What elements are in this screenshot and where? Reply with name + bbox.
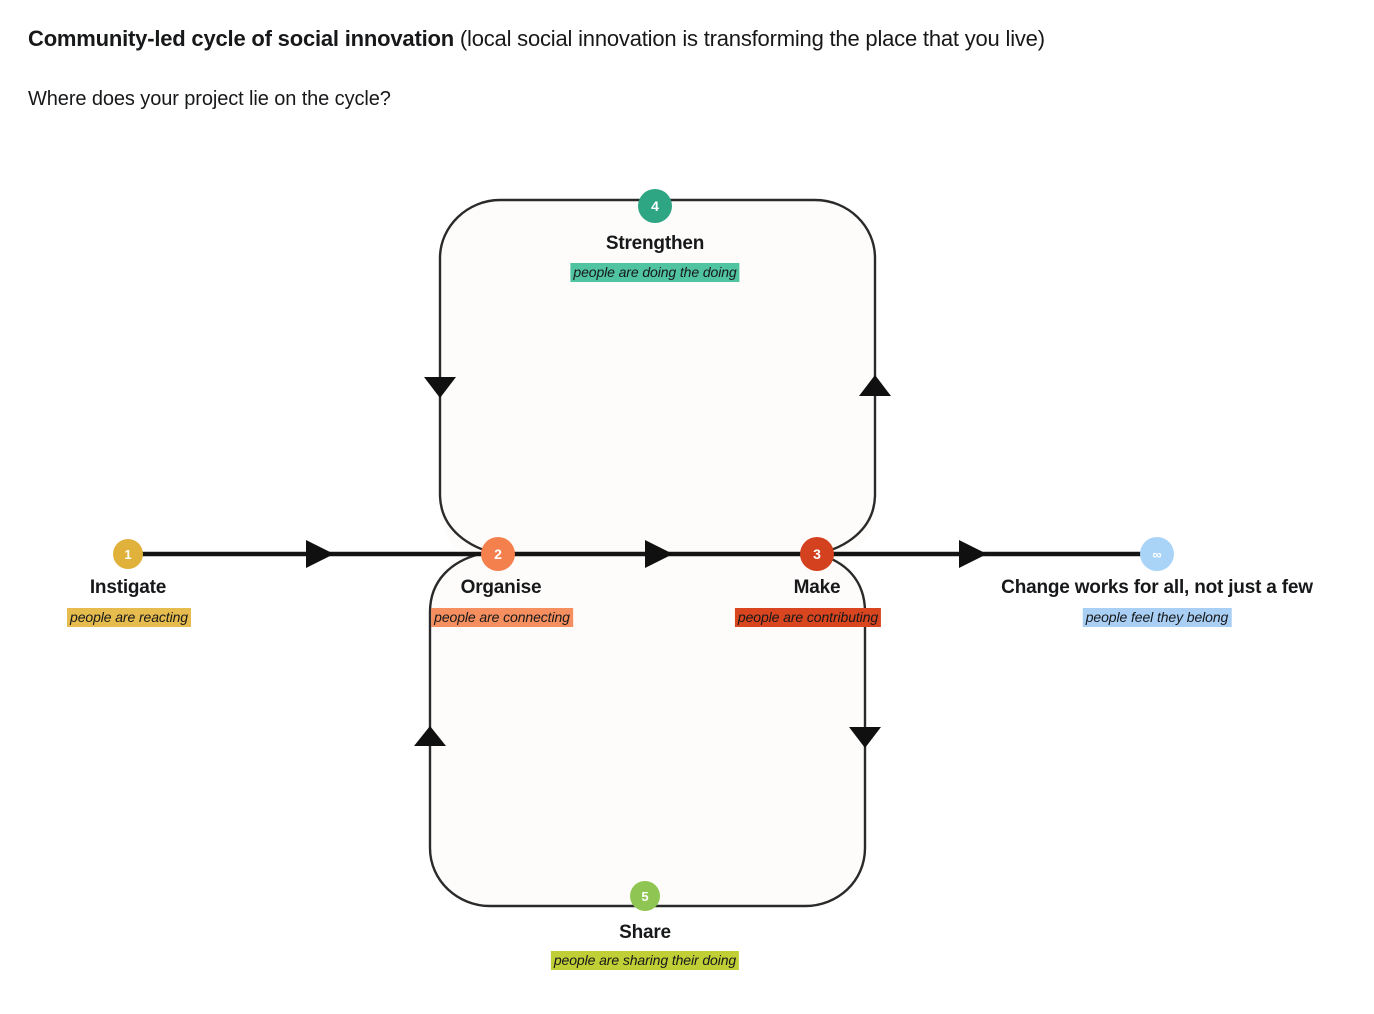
strengthen-to-make-path xyxy=(653,198,877,556)
share-to-organise-path xyxy=(428,552,647,908)
bottom-loop-region xyxy=(430,554,865,906)
note-organise: people are connecting xyxy=(431,608,573,627)
node-make-number: 3 xyxy=(813,546,821,562)
note-strengthen-wrap: people are doing the doing xyxy=(570,263,740,282)
node-organise-number: 2 xyxy=(494,546,502,562)
axis-arrowhead-1-icon xyxy=(306,540,334,568)
note-change-works-for-all-wrap: people feel they belong xyxy=(1082,608,1232,627)
make-to-share-path xyxy=(643,552,867,908)
node-strengthen-marker[interactable]: 4 xyxy=(638,189,672,223)
node-share-number: 5 xyxy=(641,888,649,904)
node-share-marker[interactable]: 5 xyxy=(630,881,660,911)
organise-to-strengthen-path xyxy=(438,198,657,556)
note-instigate-wrap: people are reacting xyxy=(67,608,191,627)
node-make-marker[interactable]: 3 xyxy=(800,537,834,571)
node-strengthen-number: 4 xyxy=(651,198,659,214)
top-right-arrowhead-icon xyxy=(859,375,891,396)
page-header: Community-led cycle of social innovation… xyxy=(28,24,1348,54)
page-title: Community-led cycle of social innovation… xyxy=(28,24,1348,54)
node-change-marker[interactable]: ∞ xyxy=(1140,537,1174,571)
axis-arrowhead-2-icon xyxy=(645,540,673,568)
note-share: people are sharing their doing xyxy=(550,951,740,970)
note-organise-wrap: people are connecting xyxy=(431,608,573,627)
label-organise: Organise xyxy=(460,577,542,598)
note-strengthen: people are doing the doing xyxy=(570,263,740,282)
node-change-symbol: ∞ xyxy=(1152,546,1162,562)
node-instigate-number: 1 xyxy=(124,546,132,562)
note-instigate: people are reacting xyxy=(67,608,191,627)
label-strengthen: Strengthen xyxy=(605,233,705,254)
bottom-right-arrowhead-icon xyxy=(849,727,881,748)
note-share-wrap: people are sharing their doing xyxy=(550,951,740,970)
page-title-rest: (local social innovation is transforming… xyxy=(453,26,1045,51)
label-make: Make xyxy=(793,577,841,598)
node-organise-marker[interactable]: 2 xyxy=(481,537,515,571)
note-make: people are contributing xyxy=(734,608,882,627)
bottom-left-arrowhead-icon xyxy=(414,726,446,746)
top-left-arrowhead-icon xyxy=(424,377,456,398)
note-change-works-for-all: people feel they belong xyxy=(1082,608,1232,627)
node-instigate-marker[interactable]: 1 xyxy=(113,539,143,569)
note-make-wrap: people are contributing xyxy=(734,608,882,627)
label-instigate: Instigate xyxy=(89,577,167,598)
page-subtitle: Where does your project lie on the cycle… xyxy=(28,88,391,110)
label-share: Share xyxy=(619,922,671,943)
top-loop-region xyxy=(440,200,875,554)
axis-arrowhead-3-icon xyxy=(959,540,987,568)
page-title-strong: Community-led cycle of social innovation xyxy=(28,26,454,51)
label-change-works-for-all: Change works for all, not just a few xyxy=(1001,577,1313,598)
